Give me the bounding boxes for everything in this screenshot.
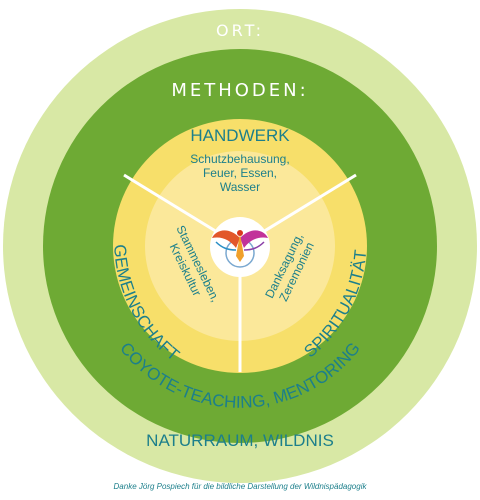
place-label: NATURRAUM, WILDNIS (146, 431, 334, 450)
outer-label: ORT: (216, 21, 264, 40)
segment-top-line-1: Schutzbehausung, (190, 152, 289, 166)
phoenix-logo-icon (210, 217, 270, 277)
green-ring-label: METHODEN: (171, 80, 308, 101)
segment-top-line-3: Wasser (220, 180, 260, 194)
credit-text: Danke Jörg Pospiech für die bildliche Da… (113, 482, 367, 491)
segment-top-line-2: Feuer, Essen, (203, 166, 277, 180)
segment-top-title: HANDWERK (190, 126, 290, 145)
